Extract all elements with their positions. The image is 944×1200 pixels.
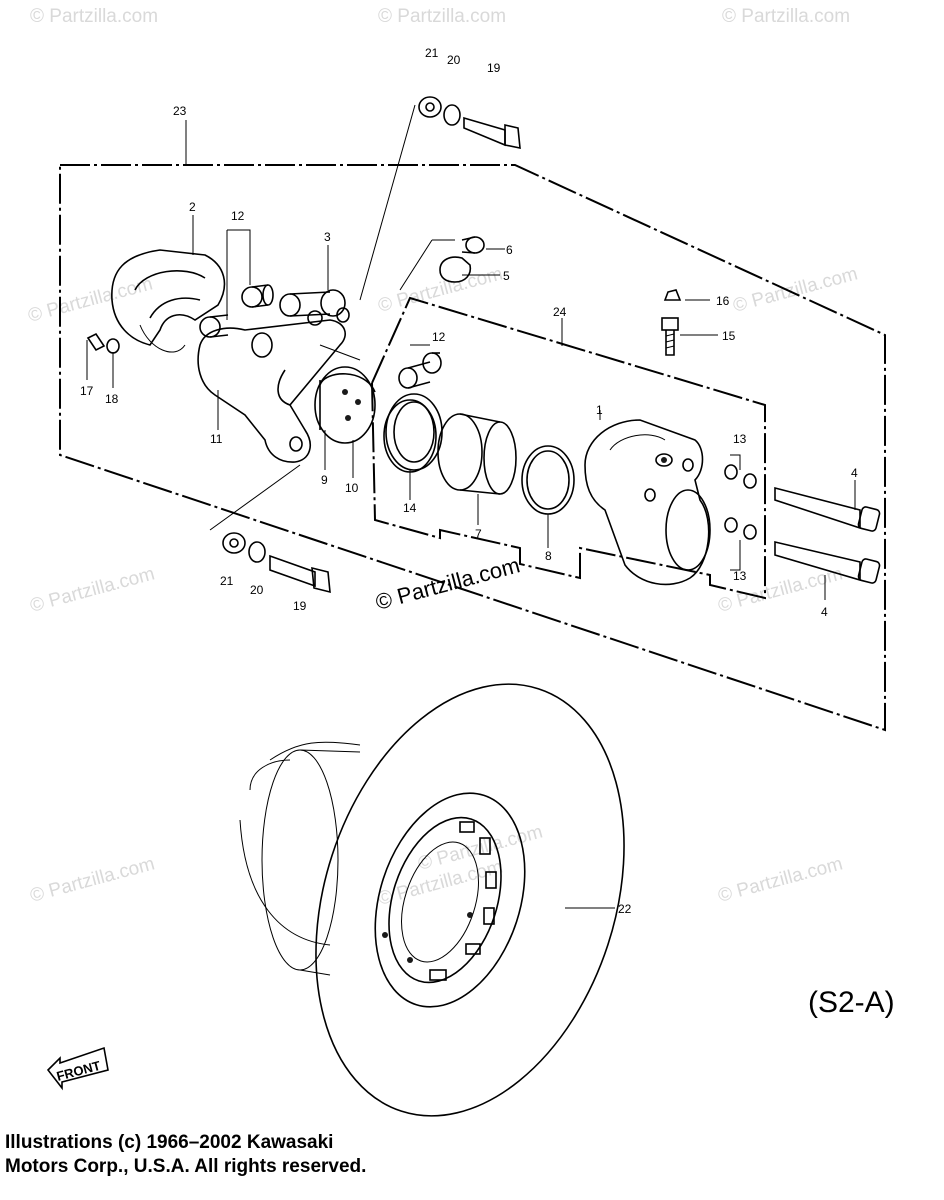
watermark-text: © Partzilla.com [26,273,155,326]
callout-4-bottom: 4 [821,605,828,619]
callout-5: 5 [503,269,510,283]
diagram-code: (S2-A) [808,986,895,1019]
callout-labels: 23 21 20 19 2 12 3 6 5 24 16 15 12 17 18… [80,46,858,916]
callout-8: 8 [545,549,552,563]
watermark-text: © Partzilla.com [378,6,506,27]
callout-20-bottom: 20 [250,583,264,597]
top-bolt-19-20-21 [418,96,521,149]
screw-17-18 [86,332,120,354]
callout-7: 7 [475,527,482,541]
bushing-set-12 [199,284,274,338]
brake-disc-22 [239,683,625,1117]
copyright-notice: Illustrations (c) 1966–2002 Kawasaki Mot… [5,1131,705,1179]
piston-seal-14 [383,393,443,473]
bushing-set-12-right [398,352,442,389]
callout-16: 16 [716,294,730,308]
callout-20-top: 20 [447,53,461,67]
callout-12-left: 12 [231,209,245,223]
dust-seal-8 [521,445,575,515]
callout-9: 9 [321,473,328,487]
caliper-bracket-11 [197,319,361,463]
center-watermark: © Partzilla.com [373,552,523,615]
callout-13-bottom: 13 [733,569,747,583]
copyright-line-2: Motors Corp., U.S.A. All rights reserved… [5,1156,367,1177]
watermark-text: © Partzilla.com [722,6,850,27]
callout-12-right: 12 [432,330,446,344]
caliper-body-1 [584,419,711,586]
mounting-bolt-4 [774,486,881,584]
watermark-text: © Partzilla.com [28,853,157,906]
callout-13-top: 13 [733,432,747,446]
front-arrow-icon: FRONT [46,1046,109,1091]
watermark-text: © Partzilla.com [731,263,860,316]
callout-4-top: 4 [851,466,858,480]
bottom-bolt-19-20-21 [222,532,331,594]
assembly-outline-24 [371,296,766,600]
callout-6: 6 [506,243,513,257]
pad-pin-5-6 [439,236,485,283]
spacer-pin-3 [279,289,350,326]
o-rings-13 [724,464,757,540]
piston-7 [437,413,517,495]
watermark-text: © Partzilla.com [716,853,845,906]
callout-19-bottom: 19 [293,599,307,613]
callout-11: 11 [210,432,223,446]
watermark-text: © Partzilla.com [28,563,157,616]
leader-lines [86,104,856,909]
callout-24: 24 [553,305,567,319]
caliper-holder-part [111,249,226,353]
callout-1: 1 [596,403,603,417]
callout-18: 18 [105,392,119,406]
callout-21-top: 21 [425,46,439,60]
callout-10: 10 [345,481,359,495]
watermark-text: © Partzilla.com [30,6,158,27]
watermark-layer: © Partzilla.com © Partzilla.com © Partzi… [26,6,860,910]
callout-14: 14 [403,501,417,515]
pad-plate-9-10 [314,366,376,444]
callout-22: 22 [618,902,632,916]
callout-21-bottom: 21 [220,574,234,588]
callout-17: 17 [80,384,94,398]
callout-3: 3 [324,230,331,244]
callout-23: 23 [173,104,187,118]
callout-2: 2 [189,200,196,214]
assembly-outline-23 [59,164,886,732]
bleeder-valve-15-16 [661,289,682,356]
copyright-line-1: Illustrations (c) 1966–2002 Kawasaki [5,1132,334,1153]
callout-15: 15 [722,329,736,343]
callout-19-top: 19 [487,61,501,75]
